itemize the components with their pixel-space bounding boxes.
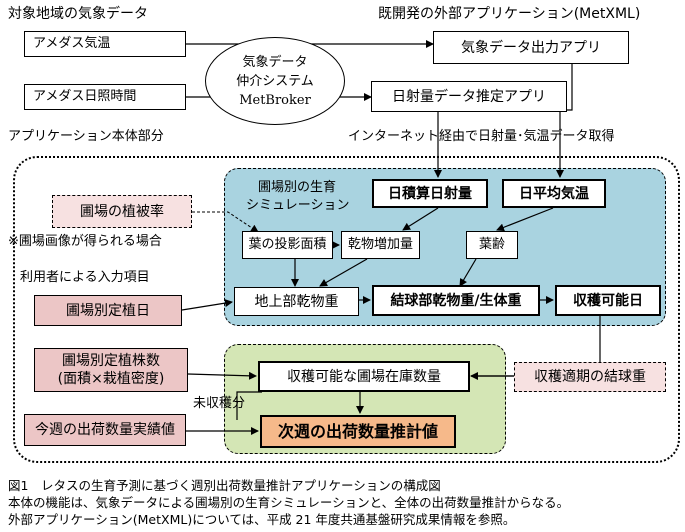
head-weight-box: 結球部乾物重/生体重 (372, 285, 540, 316)
planting-day-box: 圃場別定植日 (34, 295, 182, 326)
optimal-head-weight-box: 収穫適期の結球重 (514, 362, 666, 392)
plant-count-line-2: (面積×栽植密度) (57, 371, 165, 387)
cumulative-radiation-box: 日積算日射量 (372, 179, 488, 208)
heading-app-body: アプリケーション本体部分 (8, 129, 164, 144)
unharvested-label: 未収穫分 (193, 396, 246, 411)
amedas-temp-box: アメダス気温 (24, 31, 186, 57)
radiation-estimate-app-box: 日射量データ推定アプリ (371, 81, 567, 112)
app-body-region (13, 156, 680, 463)
figure-caption-line-3: 外部アプリケーション(MetXML)については、平成 21 年度共通基盤研究成果… (8, 512, 516, 527)
plant-count-line-1: 圃場別定植株数 (62, 353, 160, 369)
next-week-estimate-box: 次週の出荷数量推計値 (260, 415, 456, 448)
leaf-age-box: 葉齢 (466, 231, 518, 259)
heading-external-apps: 既開発の外部アプリケーション(MetXML) (378, 6, 641, 22)
weekly-actual-box: 今週の出荷数量実績値 (24, 414, 186, 446)
canopy-note: ※圃場画像が得られる場合 (8, 234, 162, 249)
dry-matter-gain-box: 乾物増加量 (341, 231, 420, 259)
heading-internet: インターネット経由で日射量･気温データ取得 (348, 129, 615, 144)
broker-line-3: MetBroker (239, 92, 311, 108)
harvestable-day-box: 収穫可能日 (555, 285, 661, 316)
shoot-dry-weight-box: 地上部乾物重 (234, 287, 359, 316)
simulation-title-1: 圃場別の生育 (258, 180, 337, 195)
leaf-area-box: 葉の投影面積 (242, 231, 333, 259)
plant-count-box: 圃場別定植株数 (面積×栽植密度) (34, 348, 188, 392)
heading-weather-data: 対象地域の気象データ (8, 6, 148, 22)
average-temp-box: 日平均気温 (502, 179, 606, 208)
figure-caption-line-1: 図1 レタスの生育予測に基づく週別出荷数量推計アプリケーションの構成図 (8, 478, 441, 493)
simulation-title-2: シミュレーション (246, 198, 350, 213)
harvestable-inventory-box: 収穫可能な圃場在庫数量 (258, 361, 470, 392)
figure-caption-line-2: 本体の機能は、気象データによる圃場別の生育シミュレーションと、全体の出荷数量推計… (8, 495, 570, 510)
amedas-sun-box: アメダス日照時間 (24, 84, 186, 110)
metbroker-ellipse: 気象データ 仲介システム MetBroker (205, 37, 345, 125)
broker-line-2: 仲介システム (236, 73, 314, 89)
weather-output-app-box: 気象データ出力アプリ (433, 31, 629, 64)
canopy-cover-box: 圃場の植被率 (52, 195, 192, 228)
heading-user-input: 利用者による入力項目 (20, 270, 150, 285)
broker-line-1: 気象データ (242, 54, 308, 70)
